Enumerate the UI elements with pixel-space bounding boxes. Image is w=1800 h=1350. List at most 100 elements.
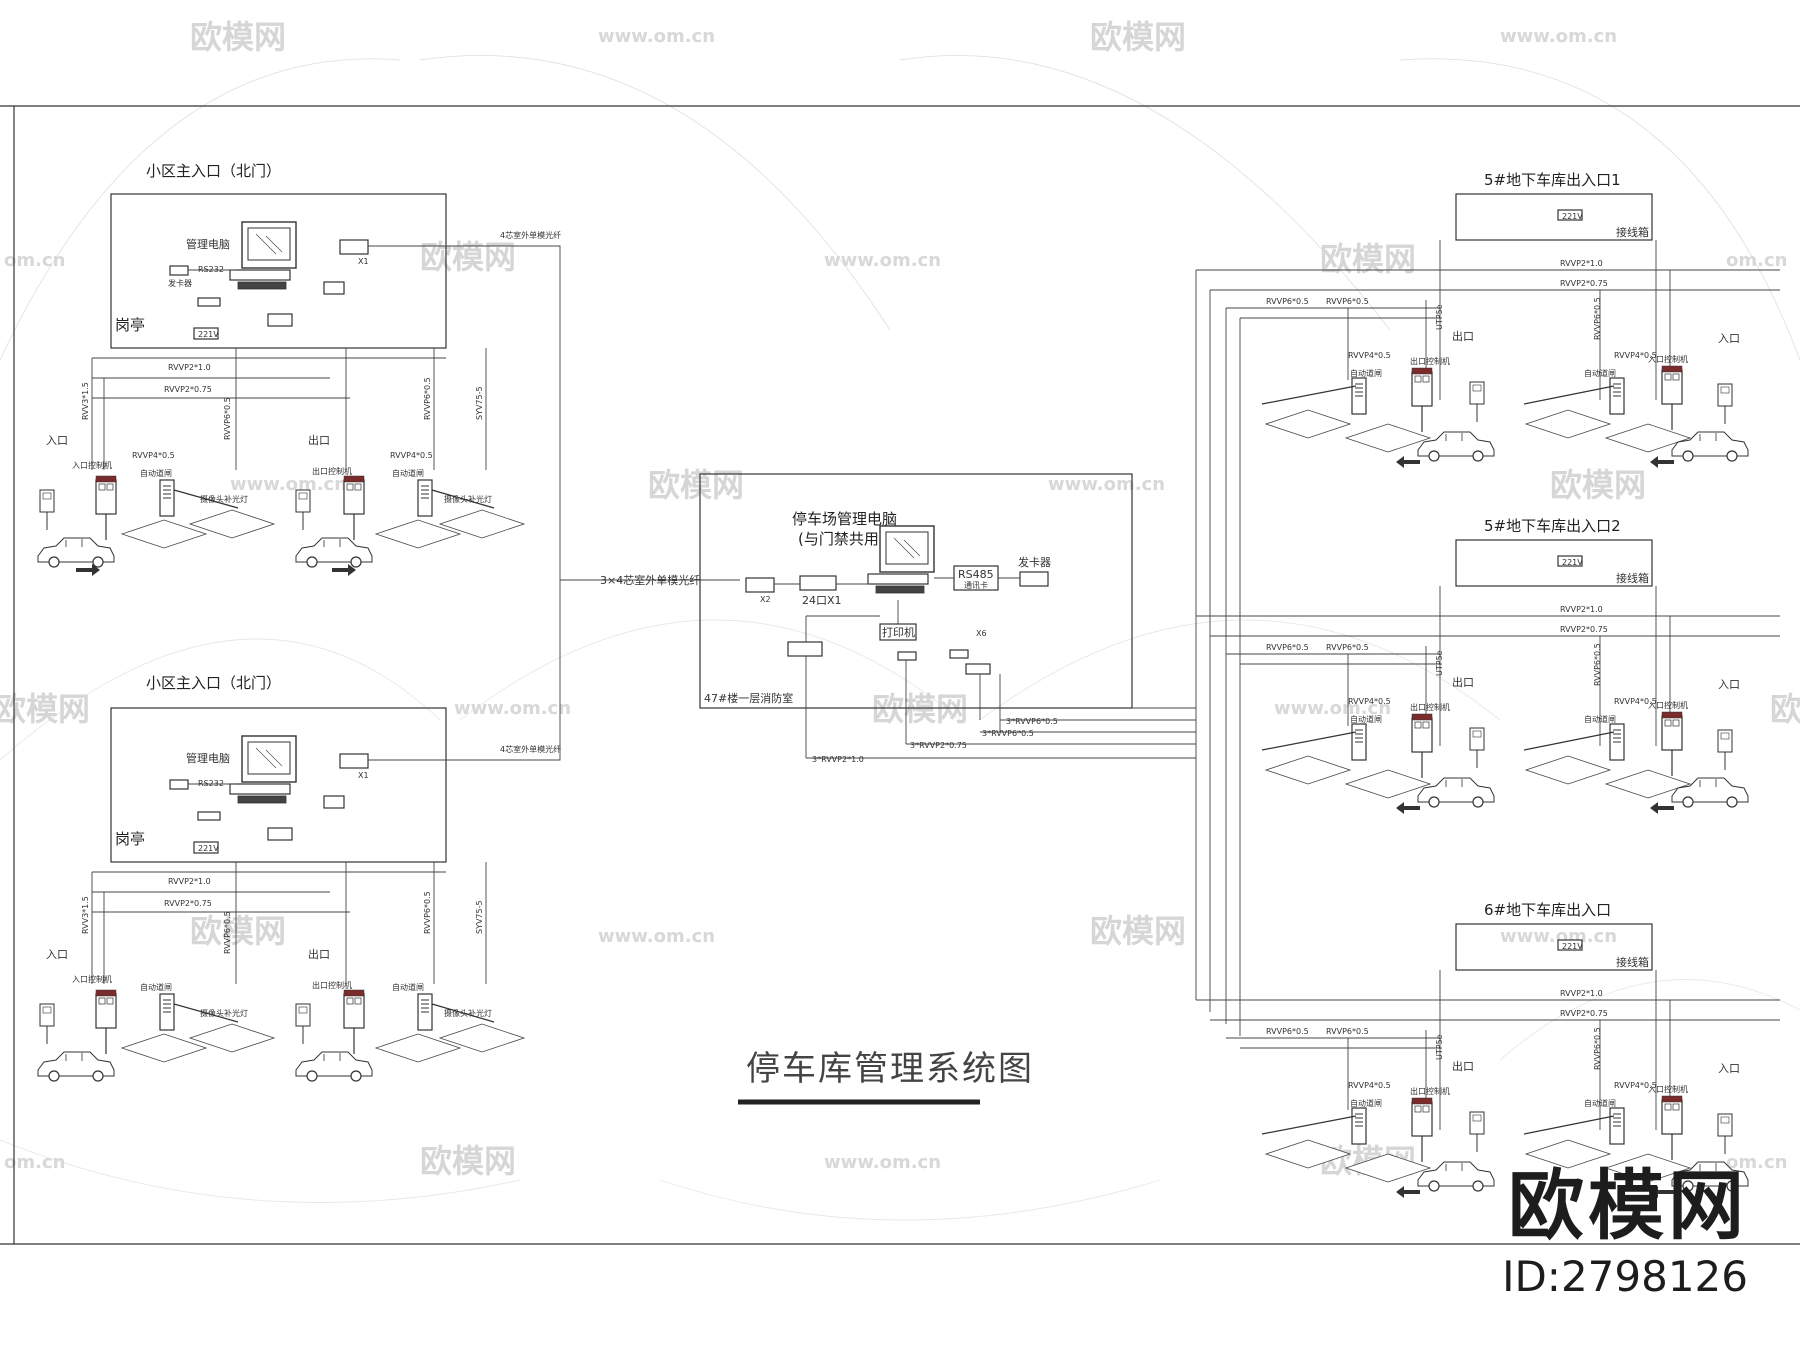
car-icon xyxy=(37,537,115,568)
converter-icon xyxy=(323,795,345,809)
exit-controller-icon xyxy=(343,989,365,1055)
pc-sub-label: (与门禁共用) xyxy=(798,530,885,548)
barrier-arm xyxy=(431,489,495,509)
car-icon xyxy=(295,537,373,568)
direction-arrow-icon xyxy=(1396,456,1420,468)
fiber-label: 4芯室外单模光纤 xyxy=(500,230,561,240)
gate-heading: 小区主入口（北门） xyxy=(146,162,281,180)
switch-x6-label: X6 xyxy=(976,629,987,638)
garage-heading: 5#地下车库出入口2 xyxy=(1484,517,1621,535)
exit-controller-label: 出口控制机 xyxy=(312,980,352,990)
watermark-logo: 欧模网 xyxy=(1770,690,1800,728)
garage-heading: 6#地下车库出入口 xyxy=(1484,901,1611,919)
car-icon xyxy=(295,1051,373,1082)
direction-arrow-icon xyxy=(1650,456,1674,468)
reader-icon xyxy=(1717,383,1733,425)
exit-controller-label: 出口控制机 xyxy=(1410,356,1450,366)
cable-label: 3*RVVP6*0.5 xyxy=(1006,717,1058,726)
watermark-url: www.om.cn xyxy=(1274,698,1391,719)
camera-label: 摄像头补光灯 xyxy=(444,494,492,504)
reader-icon xyxy=(1717,1113,1733,1155)
watermark-url: www.om.cn xyxy=(824,1152,941,1173)
reader-icon xyxy=(39,489,55,531)
garage-blocks: 5#地下车库出入口1221V接线箱RVVP2*1.0RVVP2*0.75RVVP… xyxy=(1196,171,1780,1198)
barrier-icon xyxy=(417,993,433,1031)
cable-label: RVVP2*1.0 xyxy=(168,363,211,372)
camera-label: 摄像头补光灯 xyxy=(444,1008,492,1018)
switch-x1-icon xyxy=(339,753,369,769)
direction-arrow-icon xyxy=(1396,1186,1420,1198)
switch-x2-icon xyxy=(745,577,775,593)
rvvp4-label: RVVP4*0.5 xyxy=(132,451,175,460)
entrance-label: 入口 xyxy=(1718,1062,1740,1075)
watermark-url: om.cn xyxy=(1726,1152,1787,1173)
watermark-logo: 欧模网 xyxy=(190,18,286,56)
rvvp4-label: RVVP4*0.5 xyxy=(1614,1081,1657,1090)
rs232-label: RS232 xyxy=(198,779,224,788)
rvvp4-label: RVVP4*0.5 xyxy=(1348,697,1391,706)
cable-label: RVVP6*0.5 xyxy=(1326,1027,1369,1036)
garage-block: 6#地下车库出入口221V接线箱RVVP2*1.0RVVP2*0.75RVVP6… xyxy=(1196,901,1780,1198)
exit-controller-label: 出口控制机 xyxy=(1410,1086,1450,1096)
barrier-label: 自动道闸 xyxy=(1350,368,1382,378)
barrier-icon xyxy=(159,479,175,517)
watermark-url: www.om.cn xyxy=(230,474,347,495)
ground-loop-icon xyxy=(1345,769,1431,799)
exit-controller-icon xyxy=(1411,713,1433,779)
watermark-url: www.om.cn xyxy=(824,250,941,271)
power-label: 221V xyxy=(1562,212,1583,221)
rvvp4-label: RVVP4*0.5 xyxy=(1614,351,1657,360)
watermark-logo: 欧模网 xyxy=(190,912,286,950)
ground-loop-icon xyxy=(1265,755,1351,785)
watermark-logo: 欧模网 xyxy=(1320,240,1416,278)
barrier-icon xyxy=(1351,1107,1367,1145)
port-box-label: 24口X1 xyxy=(802,594,842,607)
car-icon xyxy=(1417,777,1495,808)
power-label: 221V xyxy=(1562,942,1583,951)
switch-label: X1 xyxy=(358,771,369,780)
converter-icon xyxy=(323,281,345,295)
barrier-arm xyxy=(1523,385,1615,405)
barrier-label: 自动道闸 xyxy=(1584,714,1616,724)
cable-label: RVVP6*0.5 xyxy=(223,397,232,440)
cable-label: UTP5e xyxy=(1435,1034,1444,1060)
kiosk-label: 岗亭 xyxy=(115,830,145,848)
room-label: 47#楼一层消防室 xyxy=(704,691,793,705)
ground-loop-icon xyxy=(1265,409,1351,439)
reader-icon xyxy=(295,1003,311,1045)
brand-block: 欧模网 ID:2798126 xyxy=(1502,1163,1748,1301)
entry-controller-icon xyxy=(1661,1095,1683,1161)
watermark-logo: 欧模网 xyxy=(872,690,968,728)
junction-frame xyxy=(1455,539,1653,587)
barrier-label: 自动道闸 xyxy=(1584,1098,1616,1108)
entry-controller-label: 入口控制机 xyxy=(1648,1084,1688,1094)
barrier-arm xyxy=(1523,731,1615,751)
watermark-url: www.om.cn xyxy=(598,926,715,947)
barrier-label: 自动道闸 xyxy=(392,468,424,478)
brand-id-text: ID:2798126 xyxy=(1502,1252,1748,1301)
cable-label: RVVP2*1.0 xyxy=(1560,989,1603,998)
direction-arrow-icon xyxy=(76,564,100,576)
cable-label: RVVP6*0.5 xyxy=(1266,643,1309,652)
management-pc-icon xyxy=(229,221,297,290)
switch-x6-icon xyxy=(965,663,991,675)
rs485-card-icon xyxy=(953,565,999,591)
watermark-url: om.cn xyxy=(4,1152,65,1173)
card-issuer-label: 发卡器 xyxy=(168,278,192,288)
barrier-label: 自动道闸 xyxy=(140,468,172,478)
barrier-icon xyxy=(417,479,433,517)
power-221v-box xyxy=(193,327,219,340)
ground-loop-icon xyxy=(1345,423,1431,453)
cable-label: 3*RVVP2*1.0 xyxy=(812,755,864,764)
rvvp4-label: RVVP4*0.5 xyxy=(390,451,433,460)
barrier-arm xyxy=(1523,1115,1615,1135)
barrier-label: 自动道闸 xyxy=(1350,1098,1382,1108)
entry-controller-icon xyxy=(95,989,117,1055)
junction-frame xyxy=(1455,923,1653,971)
cable-label: RVVP2*1.0 xyxy=(168,877,211,886)
barrier-icon xyxy=(1609,377,1625,415)
pc-label: 管理电脑 xyxy=(186,237,230,251)
rvvp4-label: RVVP4*0.5 xyxy=(1614,697,1657,706)
cable-label: RVVP6*0.5 xyxy=(1593,643,1602,686)
